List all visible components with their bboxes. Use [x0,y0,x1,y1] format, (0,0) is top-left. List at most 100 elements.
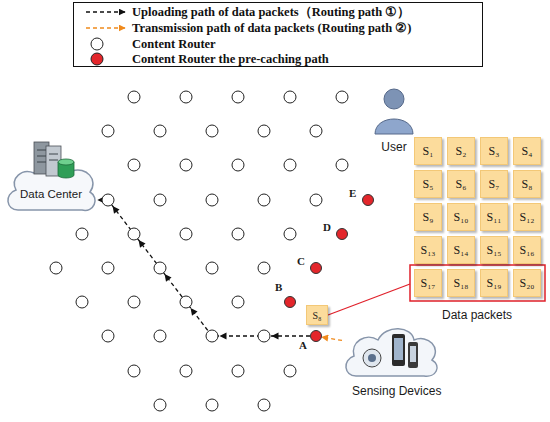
pre-caching-router-shape [310,330,322,342]
data-packet: S₁₂ [513,203,541,231]
sensing-devices-cloud: Sensing Devices [342,318,442,380]
data-packet: S₁₉ [480,269,508,297]
node-label: S₈ [522,177,533,192]
data-packet: S₄ [513,137,541,165]
cloud-outline [8,161,95,211]
content-router [336,159,348,171]
content-router [258,262,270,274]
node-label: S₁₁ [486,210,501,225]
content-router [50,262,62,274]
node-label: S₃ [489,144,500,159]
server-slots [37,150,58,162]
content-router [206,262,218,274]
content-router [284,159,296,171]
router-letter: C [297,255,305,267]
pre-caching-router: C [310,262,322,274]
connector-path [322,337,342,340]
pre-caching-router-shape [362,194,374,206]
legend-frame [74,3,483,67]
content-router [154,262,166,274]
sensor-camera [363,349,381,367]
content-router-sample [91,38,103,50]
content-router [154,194,166,206]
content-router [258,125,270,137]
storage-disk [58,162,74,178]
sensing-devices-cloud-shape [342,318,442,380]
content-router [102,330,114,342]
data-packet: S₁₁ [480,203,508,231]
content-router [310,194,322,206]
data-packet: S₅ [414,170,442,198]
router-letter: B [275,281,282,293]
content-router [336,91,348,103]
content-router [180,91,192,103]
node-label: S₁₅ [486,243,501,258]
content-router [258,399,270,411]
arrow-head [113,206,120,214]
content-router [206,330,218,342]
node-label: User [366,140,422,154]
node-label: S₁₉ [486,276,501,291]
router-letter: E [349,187,356,199]
data-packet: S₇ [480,170,508,198]
data-center-cloud-shape [4,138,98,216]
data-packet: S₁₈ [447,269,475,297]
node-label: S₁₃ [420,243,435,258]
data-packet: S₂₀ [513,269,541,297]
cached-packet: S₈ [306,305,328,325]
node-label: Data Center [4,188,98,200]
content-router [76,228,88,240]
content-router [128,296,140,308]
phone-device [392,334,405,366]
content-router [258,194,270,206]
user-head [384,89,404,109]
node-label: S₆ [456,177,467,192]
server-rack [46,146,61,176]
node-label: S₁₀ [453,210,468,225]
uploading-path [98,200,310,340]
router-circle [285,297,296,308]
content-router [180,159,192,171]
router-letter: A [299,339,307,351]
pre-caching-router: E [362,194,374,206]
content-router [284,228,296,240]
content-router [154,399,166,411]
data-packet: S₁ [414,137,442,165]
transmission-path [322,337,342,340]
content-router [180,228,192,240]
node-label: S₁ [423,144,434,159]
connector-path [98,200,310,336]
router-circle [311,263,322,274]
arrow-head [220,333,227,340]
router-circle [311,331,322,342]
highlight-frame [410,265,545,301]
data-packet: S₁₄ [447,236,475,264]
content-router [102,125,114,137]
content-router [180,296,192,308]
content-router [232,228,244,240]
data-packet: S₁₅ [480,236,508,264]
content-router [206,399,218,411]
node-label: Sensing Devices [352,384,441,398]
pre-caching-router: A [310,330,322,342]
node-label: S₁₄ [453,243,468,258]
content-router [232,159,244,171]
content-router [284,365,296,377]
storage-disk-top [58,159,74,165]
node-label: S₇ [489,177,500,192]
content-router [232,365,244,377]
content-router [102,194,114,206]
content-router [232,296,244,308]
content-router [154,125,166,137]
node-label: S₄ [522,144,533,159]
node-label: S₁₇ [420,276,435,291]
data-packet: S₁₆ [513,236,541,264]
group-label: Data packets [442,308,512,322]
content-router [128,159,140,171]
content-router [154,330,166,342]
router-letter: D [323,221,331,233]
content-router [310,125,322,137]
leader-line [328,284,410,315]
